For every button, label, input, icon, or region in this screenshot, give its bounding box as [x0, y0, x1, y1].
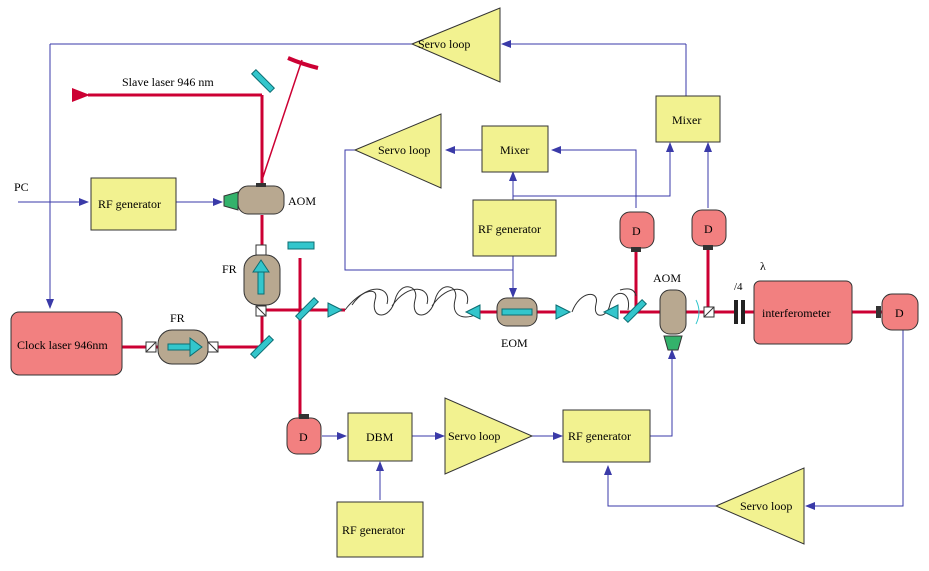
interferometer: interferometer [753, 280, 853, 345]
svg-text:RF generator: RF generator [568, 429, 631, 443]
svg-text:Servo loop: Servo loop [740, 499, 792, 513]
svg-text:D: D [895, 306, 904, 320]
rf-generator-2: RF generator [472, 199, 557, 257]
dbm: DBM [347, 412, 413, 462]
wire-servo-rf-lower [604, 465, 716, 507]
slave-laser-label-group: Slave laser 946 nm [122, 75, 214, 89]
fr-vertical-label: FR [222, 262, 237, 276]
lens-arc [695, 299, 700, 325]
rf-generator-1: RF generator [90, 177, 177, 231]
rf-generator-3: RF generator [562, 409, 651, 463]
aom-right-transducer [663, 335, 683, 351]
curved-mirror [287, 56, 319, 70]
svg-text:RF generator: RF generator [478, 222, 541, 236]
lambda-label: λ [760, 259, 766, 273]
fiber-coupler-2 [464, 304, 481, 320]
mixer-top: Mixer [655, 95, 721, 143]
aom-right-label: AOM [653, 271, 681, 285]
quarter-wave-plate-a [734, 300, 738, 324]
detector-window-4 [876, 306, 881, 318]
svg-text:D: D [299, 430, 308, 444]
polarizer-fr-bottom-diag [255, 305, 267, 317]
polarizer-fr-top [255, 244, 267, 256]
polarizer-fr-right-diag [207, 341, 219, 353]
mirror-lower [249, 334, 275, 360]
detector-1: D [286, 414, 322, 455]
wire-d2-mixer [551, 146, 637, 208]
faraday-rotator-horizontal: FR [157, 311, 209, 365]
beam-splitter-1 [294, 296, 320, 322]
wire-d4-servo [805, 330, 904, 510]
beam-to-curved-mirror [261, 59, 303, 181]
aom-top-label: AOM [288, 194, 316, 208]
pc-label: PC [14, 180, 29, 194]
mixer-middle: Mixer [481, 125, 549, 173]
polarizer-aom2-diag [703, 306, 715, 318]
svg-text:D: D [632, 224, 641, 238]
svg-text:D: D [704, 222, 713, 236]
wire-rf-mixer-top [513, 142, 674, 197]
svg-text:RF generator: RF generator [342, 523, 405, 537]
eom: EOM [496, 297, 538, 350]
aom-right: AOM [653, 271, 687, 351]
svg-text:Mixer: Mixer [672, 113, 701, 127]
detector-4: D [881, 293, 919, 331]
signal-lines [18, 40, 904, 510]
servo-loop-lower: Servo loop [444, 397, 534, 475]
detector-3: D [691, 209, 727, 250]
rf-generator-4: RF generator [336, 501, 424, 558]
faraday-rotator-vertical: FR [222, 254, 281, 306]
fiber-coupler-1 [327, 302, 344, 318]
svg-text:Servo loop: Servo loop [448, 429, 500, 443]
clock-laser: Clock laser 946nm [10, 311, 123, 376]
fr-horizontal-label: FR [170, 311, 185, 325]
interferometer-label: interferometer [762, 306, 831, 320]
splitter-arc [619, 288, 637, 297]
wire-servo-eom [344, 149, 513, 271]
clock-laser-label: Clock laser 946nm [17, 338, 108, 352]
beam-splitter-2 [622, 298, 648, 324]
aom-top-transducer [223, 191, 239, 211]
polarizer-fr-left-diag [145, 341, 157, 353]
optical-fiber-1 [344, 286, 481, 318]
slave-laser-label: Slave laser 946 nm [122, 75, 214, 89]
wire-rf-aom2 [650, 349, 676, 437]
fr-arrow-up-icon [252, 259, 270, 273]
detector-2: D [619, 211, 655, 252]
fiber-coupler-3 [555, 304, 572, 320]
mirror-top [250, 68, 276, 94]
svg-text:Servo loop: Servo loop [418, 37, 470, 51]
svg-text:Servo loop: Servo loop [378, 143, 430, 157]
optical-fiber-2 [571, 293, 630, 316]
svg-text:Mixer: Mixer [500, 143, 529, 157]
servo-loop-top: Servo loop [410, 7, 501, 83]
eom-label: EOM [501, 336, 528, 350]
quarter-wave-label: /4 [734, 281, 743, 293]
quarter-wave-plate-b [741, 300, 745, 324]
servo-loop-middle: Servo loop [353, 113, 442, 189]
aom-top: AOM [223, 183, 316, 215]
svg-text:DBM: DBM [366, 430, 394, 444]
servo-loop-right: Servo loop [714, 467, 805, 545]
fr-arrow-right-icon [189, 337, 203, 357]
mirror-beam-block [287, 241, 315, 250]
svg-text:RF generator: RF generator [98, 197, 161, 211]
fiber-coupler-4 [602, 304, 619, 320]
